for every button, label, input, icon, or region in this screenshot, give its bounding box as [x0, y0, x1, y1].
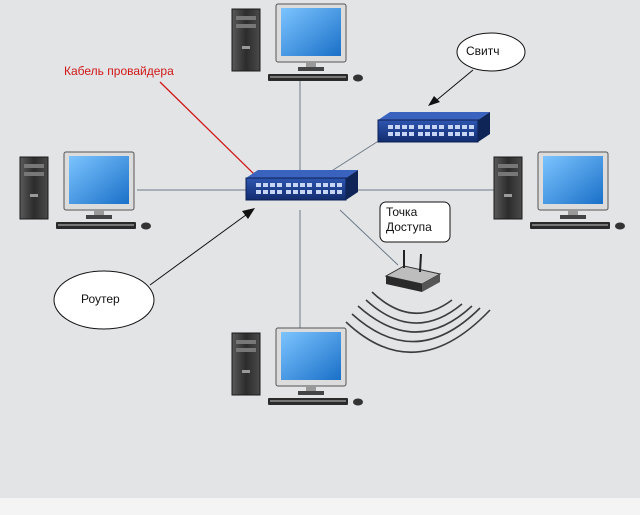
- access-point-callout-box: [379, 201, 451, 243]
- link-switch: [329, 139, 381, 173]
- access-point-label-line1: Точка: [386, 205, 418, 219]
- bottom-strip: [0, 498, 640, 515]
- network-switch-icon: [377, 111, 491, 143]
- access-point-label: Точка Доступа: [386, 205, 432, 235]
- switch-label: Свитч: [466, 44, 500, 58]
- router-callout-arrow: [149, 211, 251, 286]
- wifi-signal-waves: [345, 291, 491, 353]
- desktop-computer-icon: [231, 327, 364, 406]
- router-callout-bubble: [53, 270, 155, 330]
- switch-callout-arrow: [431, 69, 474, 105]
- router-label: Роутер: [81, 292, 120, 306]
- desktop-computer-icon: [493, 151, 626, 230]
- network-links: [137, 78, 497, 328]
- link-access-point: [339, 209, 399, 266]
- switch-callout-bubble: [456, 32, 526, 72]
- desktop-computer-icon: [231, 3, 364, 82]
- provider-cable-line: [159, 81, 257, 177]
- wireless-access-point-icon: [384, 250, 442, 292]
- desktop-computer-icon: [19, 151, 152, 230]
- provider-cable-label: Кабель провайдера: [64, 64, 174, 78]
- router-icon: [245, 169, 359, 201]
- access-point-label-line2: Доступа: [386, 220, 432, 234]
